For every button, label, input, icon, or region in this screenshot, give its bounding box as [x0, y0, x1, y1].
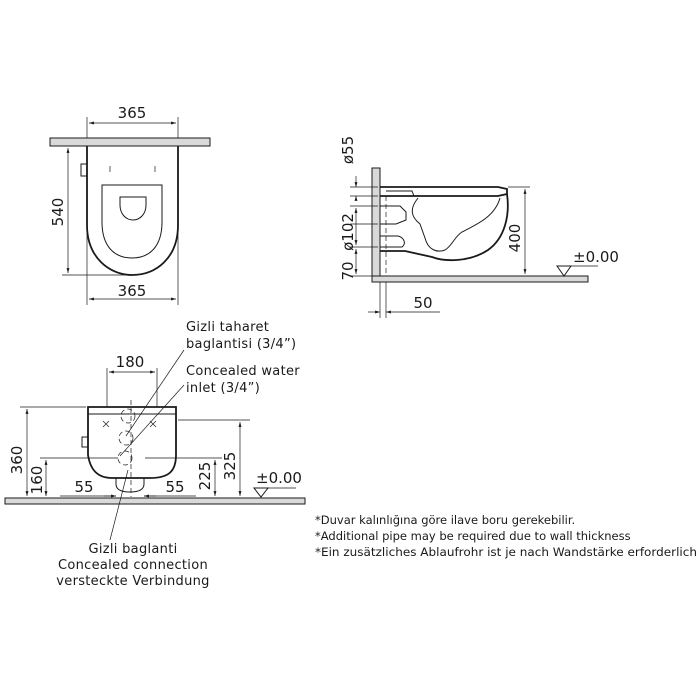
- dim-label-depth: 540: [49, 198, 67, 227]
- side-view-floor: [371, 275, 589, 283]
- dim-label-pipe-102: ø102: [339, 213, 357, 251]
- dim-label-width-top: 365: [118, 104, 147, 122]
- dim-label-width-180: 180: [116, 353, 145, 371]
- side-view-level-label: ±0.00: [573, 248, 619, 266]
- label-connection-de: versteckte Verbindung: [56, 574, 209, 589]
- top-view-inner-oval: [119, 196, 147, 221]
- dim-label-left-55: 55: [74, 478, 93, 496]
- front-view-outlet: [115, 478, 145, 493]
- side-view-rim-step: [386, 190, 415, 197]
- dim-label-height-225: 225: [196, 462, 214, 491]
- side-view-outlet-pipe: [380, 235, 405, 248]
- side-view-bowl-inner: [411, 197, 501, 252]
- dim-label-right-55: 55: [165, 478, 184, 496]
- side-view-wall: [371, 167, 381, 283]
- front-view-bowl-outline: [87, 406, 177, 479]
- footnotes: *Duvar kalınlığına göre ilave boru gerek…: [315, 513, 697, 559]
- top-view-wall: [49, 137, 211, 147]
- side-view-level-marker: [556, 265, 572, 277]
- top-view-seat-opening: [101, 184, 163, 259]
- dim-label-offset-70: 70: [339, 261, 357, 280]
- label-connection-en: Concealed connection: [58, 558, 208, 573]
- side-view: ø55 ø102 70 400 ±0.00 50: [339, 136, 619, 318]
- dim-label-height-400: 400: [506, 224, 524, 253]
- front-view-level-label: ±0.00: [256, 469, 302, 487]
- note-tr: *Duvar kalınlığına göre ilave boru gerek…: [315, 513, 575, 527]
- front-view-inlet-circle-mid: [118, 430, 134, 446]
- side-view-bowl-rim: [380, 186, 508, 197]
- top-view-connector-tab: [80, 163, 88, 177]
- front-view-level-marker: [252, 487, 270, 498]
- label-bidet-tr-line2: baglantisi (3/4”): [186, 337, 296, 352]
- label-water-en-line2: inlet (3/4”): [186, 381, 260, 396]
- side-view-outlet-trap: [380, 205, 407, 225]
- side-view-bowl-outer: [380, 193, 509, 262]
- callout-labels: Gizli taharet baglantisi (3/4”) Conceale…: [56, 320, 300, 589]
- leader-line-water: [119, 384, 185, 457]
- dim-label-depth-50: 50: [413, 294, 432, 312]
- label-bidet-tr-line1: Gizli taharet: [186, 320, 269, 335]
- dim-label-height-325: 325: [221, 452, 239, 481]
- top-view-bowl-outline: [86, 146, 179, 276]
- front-view-inlet-circle-top: [120, 408, 136, 424]
- leader-line-bidet: [125, 349, 185, 437]
- dim-label-pipe-55: ø55: [339, 136, 357, 164]
- front-view-fixing-left: [102, 420, 110, 428]
- front-view: 180 360 160 55 55 225 325 ±0.00: [4, 349, 306, 541]
- top-view: 365 540 365: [49, 104, 211, 305]
- leader-line-connection: [109, 469, 129, 541]
- front-view-floor: [4, 497, 306, 505]
- dim-label-width-bottom: 365: [118, 282, 147, 300]
- label-connection-tr: Gizli baglanti: [88, 542, 177, 557]
- note-en: *Additional pipe may be required due to …: [315, 529, 631, 543]
- dim-label-height-360: 360: [8, 446, 26, 475]
- label-water-en-line1: Concealed water: [186, 364, 300, 379]
- note-de: *Ein zusätzliches Ablaufrohr ist je nach…: [315, 545, 697, 559]
- dim-label-height-160: 160: [28, 466, 46, 495]
- front-view-connector-tab: [81, 436, 89, 448]
- front-view-inlet-circle-low: [117, 450, 133, 466]
